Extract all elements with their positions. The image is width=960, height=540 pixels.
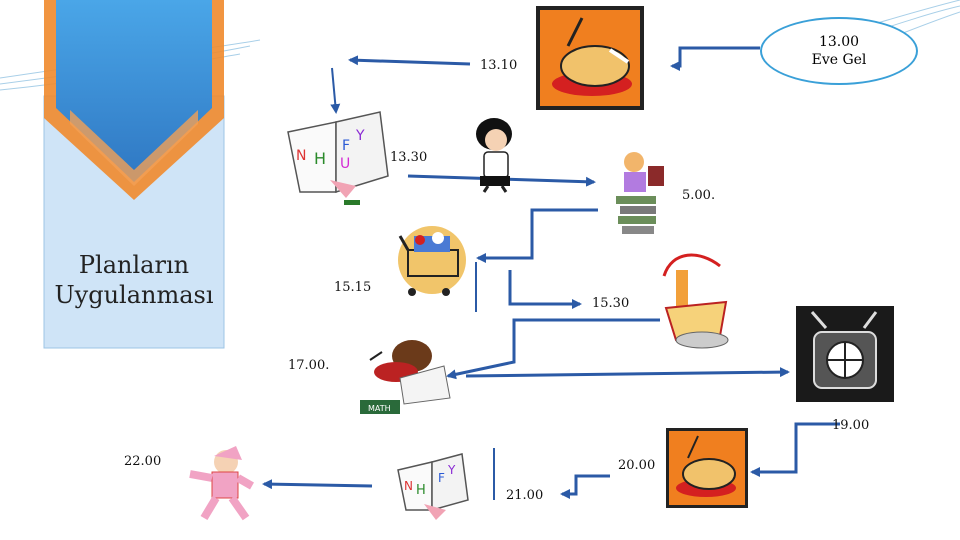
birthday-cake-icon [662,253,729,349]
shopping-cart-icon [398,226,466,296]
lunch-plate-icon [536,6,644,110]
panel-title: Planların Uygulanması [44,250,224,310]
svg-text:H: H [314,149,326,168]
callout-label: Eve Gel [811,52,867,68]
girl-walking-icon [476,118,512,193]
panel-title-line2: Uygulanması [54,281,214,309]
time-label-1530: 15.30 [592,296,630,311]
math-book-caption: MATH [368,404,391,413]
dinner-plate-icon [666,428,748,508]
left-panel [43,0,225,349]
girl-reading-icon [598,148,684,240]
callout-time: 13.00 [818,34,860,50]
boy-studying-icon: MATH [360,340,451,414]
time-label-2200: 22.00 [124,454,162,469]
svg-text:N: N [296,148,306,164]
time-label-1500: 5.00. [682,188,716,203]
svg-text:Y: Y [355,128,365,144]
time-label-1330: 13.30 [390,150,428,165]
svg-text:F: F [438,471,445,485]
svg-text:U: U [340,156,350,172]
time-label-1515: 15.15 [334,280,372,295]
time-label-1700: 17.00. [288,358,330,373]
svg-text:N: N [404,479,413,493]
open-book-icon-2: N H F Y [397,453,469,520]
television-icon [796,306,894,402]
time-label-2000: 20.00 [618,458,656,473]
time-label-1900: 19.00 [832,418,870,433]
pajama-child-icon [189,446,254,521]
svg-text:H: H [416,483,426,498]
time-label-1310: 13.10 [480,58,518,73]
time-label-2100: 21.00 [506,488,544,503]
panel-title-line1: Planların [78,251,190,279]
svg-text:F: F [342,138,350,154]
callout-bubble: 13.00 Eve Gel [760,17,918,85]
open-book-icon: N H F Y U [287,111,389,205]
svg-text:Y: Y [447,463,456,477]
connector-arrows [262,46,840,500]
